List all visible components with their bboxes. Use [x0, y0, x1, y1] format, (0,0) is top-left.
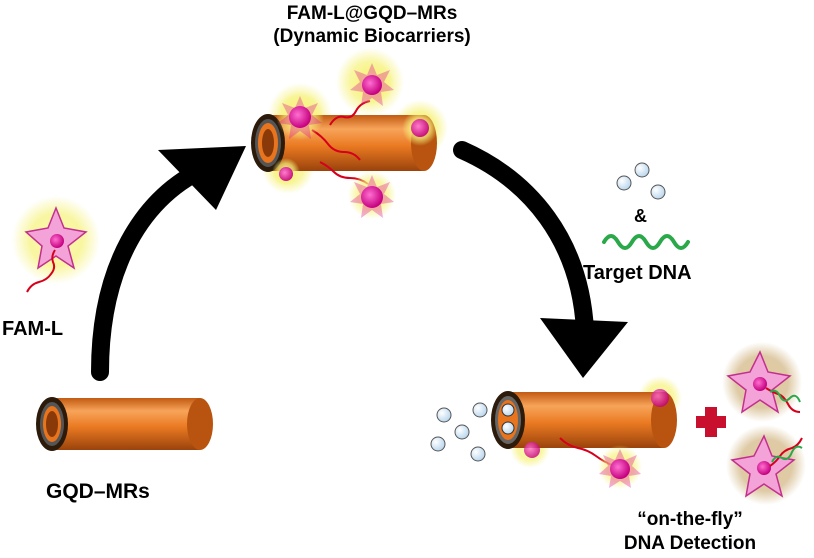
gqd-mrs-tube-icon	[36, 397, 213, 451]
detection-microrocket-icon	[491, 376, 682, 489]
fam-l-label: FAM-L	[2, 318, 64, 340]
detection-line2: DNA Detection	[623, 533, 757, 554]
gqd-mrs-label: GQD–MRs	[46, 480, 150, 503]
arrow-left-icon	[91, 146, 246, 381]
loaded-microrocket-icon	[251, 48, 448, 219]
released-probe-bottom-icon	[726, 425, 806, 505]
detection-label: “on-the-fly” DNA Detection	[590, 508, 790, 556]
detection-line1: “on-the-fly”	[637, 509, 743, 530]
target-dna-label: Target DNA	[583, 262, 692, 284]
free-target-circles-icon	[430, 402, 488, 462]
released-probe-top-icon	[722, 342, 802, 422]
dna-strand-icon	[602, 234, 690, 250]
ampersand-label: &	[634, 206, 647, 226]
plus-icon	[696, 407, 726, 437]
title-line1: FAM-L@GQD–MRs	[286, 3, 458, 24]
target-molecule-circles-icon	[616, 162, 666, 200]
title-line2: (Dynamic Biocarriers)	[273, 26, 471, 47]
title-block: FAM-L@GQD–MRs (Dynamic Biocarriers)	[232, 2, 512, 48]
arrow-right-icon	[453, 141, 628, 378]
fam-l-probe-icon	[12, 196, 100, 293]
